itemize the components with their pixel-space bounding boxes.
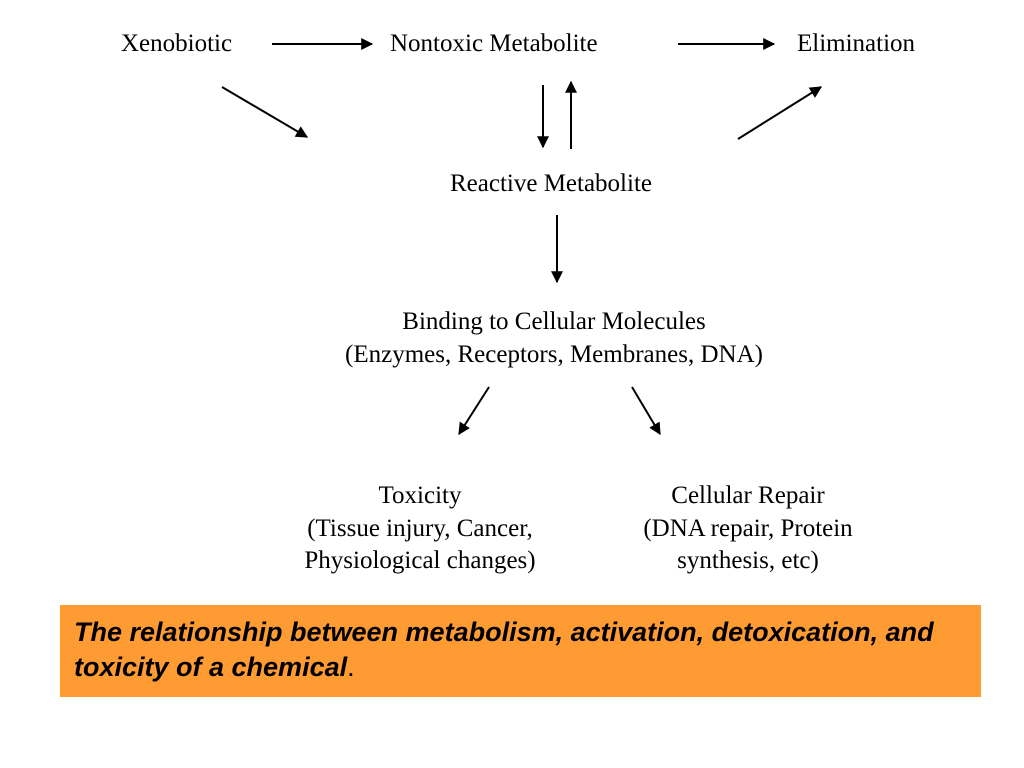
arrow-xenobiotic-to-reactive xyxy=(221,86,309,138)
node-cellular-repair: Cellular Repair (DNA repair, Protein syn… xyxy=(643,480,852,578)
node-nontoxic-metabolite-label: Nontoxic Metabolite xyxy=(390,30,598,57)
node-binding: Binding to Cellular Molecules (Enzymes, … xyxy=(345,306,763,371)
caption-text: The relationship between metabolism, act… xyxy=(74,617,934,682)
node-toxicity-line2: (Tissue injury, Cancer, xyxy=(307,514,533,542)
node-elimination-label: Elimination xyxy=(797,30,916,57)
arrow-binding-to-toxicity xyxy=(458,386,490,436)
node-toxicity-line3: Physiological changes) xyxy=(304,547,536,574)
node-elimination: Elimination xyxy=(797,28,915,61)
node-toxicity: Toxicity (Tissue injury, Cancer, Physiol… xyxy=(304,480,535,578)
caption-period: . xyxy=(347,651,355,682)
node-nontoxic-metabolite: Nontoxic Metabolite xyxy=(390,28,598,61)
node-cellular-repair-line2: (DNA repair, Protein xyxy=(643,514,853,542)
node-reactive-metabolite: Reactive Metabolite xyxy=(450,168,652,201)
node-xenobiotic: Xenobiotic xyxy=(121,28,232,61)
arrow-binding-to-repair xyxy=(631,386,661,436)
node-xenobiotic-label: Xenobiotic xyxy=(121,30,233,57)
node-reactive-metabolite-label: Reactive Metabolite xyxy=(449,170,653,197)
arrow-reactive-to-elimination xyxy=(737,86,823,140)
node-binding-line2: (Enzymes, Receptors, Membranes, DNA) xyxy=(345,340,763,368)
node-cellular-repair-line1: Cellular Repair xyxy=(671,482,825,509)
caption-box: The relationship between metabolism, act… xyxy=(60,605,981,697)
node-toxicity-line1: Toxicity xyxy=(378,482,462,509)
node-binding-line1: Binding to Cellular Molecules xyxy=(402,308,706,335)
node-cellular-repair-line3: synthesis, etc) xyxy=(677,547,819,574)
